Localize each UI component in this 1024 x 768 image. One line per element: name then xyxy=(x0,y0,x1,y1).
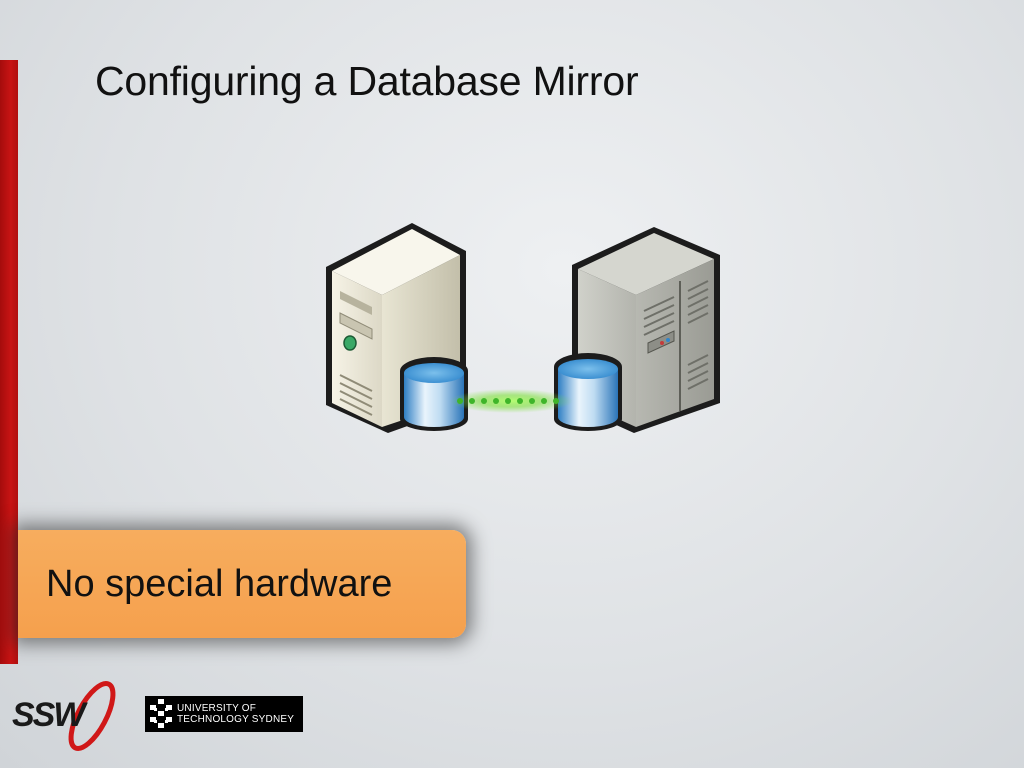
accent-bar xyxy=(0,60,18,664)
mirror-link-icon xyxy=(449,389,573,413)
database-icon xyxy=(400,357,468,431)
uts-line-1: UNIVERSITY OF xyxy=(177,703,257,714)
ssw-swoosh-icon xyxy=(68,681,116,751)
uts-line-2: TECHNOLOGY SYDNEY xyxy=(177,714,295,725)
uts-crest-icon xyxy=(150,699,172,728)
slide-title: Configuring a Database Mirror xyxy=(95,58,639,104)
callout-box: No special hardware xyxy=(18,530,466,638)
callout-text: No special hardware xyxy=(46,562,393,605)
ssw-logo-text: SSW xyxy=(12,696,85,734)
database-icon xyxy=(554,353,622,431)
ssw-logo: SSW xyxy=(12,676,120,756)
uts-logo: UNIVERSITY OF TECHNOLOGY SYDNEY xyxy=(145,696,303,732)
uts-logo-text: UNIVERSITY OF TECHNOLOGY SYDNEY xyxy=(177,703,294,725)
mirror-diagram xyxy=(326,223,720,433)
